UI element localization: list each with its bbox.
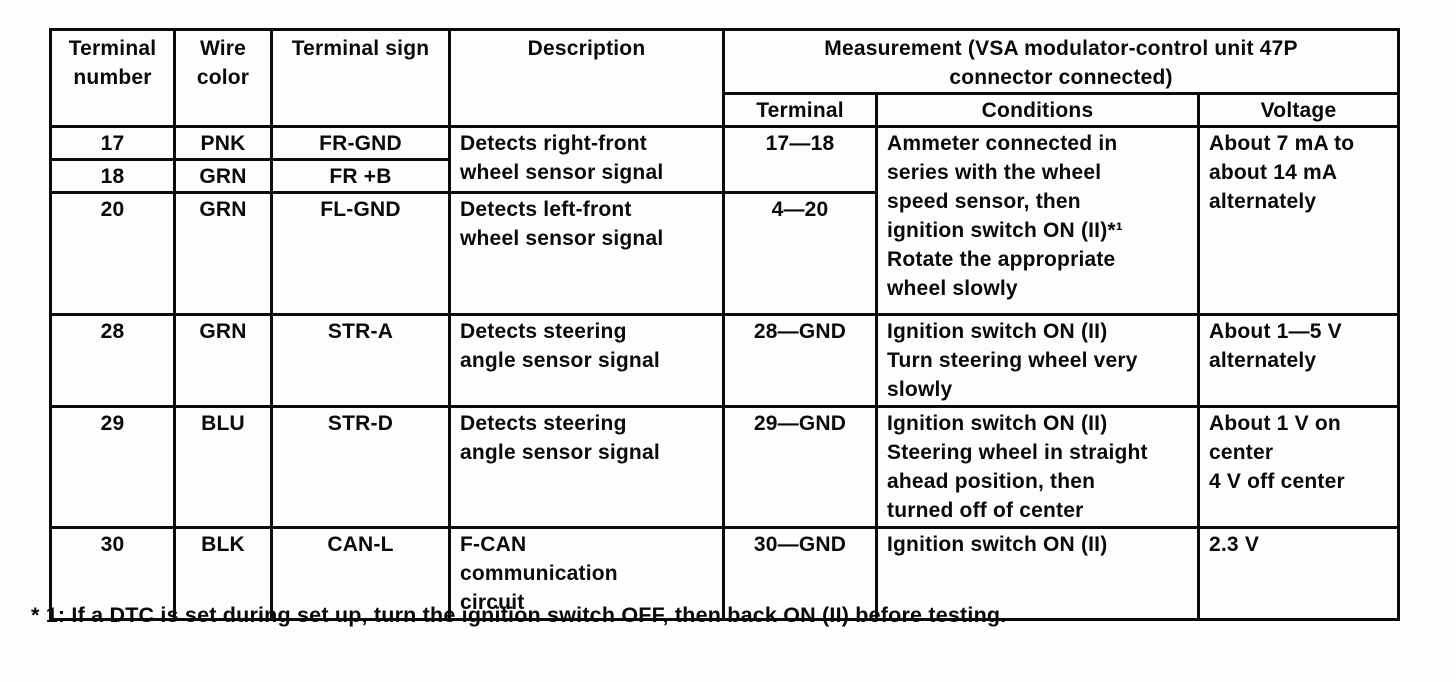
header-row-2: Terminal Conditions Voltage xyxy=(51,92,1400,128)
header-description: Description xyxy=(448,28,725,128)
cell-meas-terminal-4-20: 4—20 xyxy=(722,191,878,316)
cell-terminal-sign-28: STR-A xyxy=(270,313,451,408)
cell-terminal-sign-20: FL-GND xyxy=(270,191,451,316)
subheader-conditions: Conditions xyxy=(875,92,1200,128)
header-terminal-sign: Terminal sign xyxy=(270,28,451,128)
terminal-spec-table: Terminal number Wire color Terminal sign… xyxy=(49,28,1400,621)
header-wire-color: Wire color xyxy=(173,28,273,128)
table-row-17: 17 PNK FR-GND Detects right-front wheel … xyxy=(49,125,1400,316)
cell-terminal-sign-18: FR +B xyxy=(270,158,451,194)
cell-terminal-sign-17: FR-GND xyxy=(270,125,451,161)
cell-meas-terminal-30: 30—GND xyxy=(722,526,878,621)
cell-conditions-28: Ignition switch ON (II) Turn steering wh… xyxy=(875,313,1200,408)
subheader-terminal: Terminal xyxy=(722,92,878,128)
cell-wire-color-17: PNK xyxy=(173,125,273,161)
cell-wire-color-30: BLK xyxy=(173,526,273,621)
table-row-28: 28 GRN STR-A Detects steering angle sens… xyxy=(49,313,1400,408)
cell-voltage-30: 2.3 V xyxy=(1197,526,1400,621)
cell-conditions-29: Ignition switch ON (II) Steering wheel i… xyxy=(875,405,1200,529)
header-row-1: Terminal number Wire color Terminal sign… xyxy=(49,28,1400,128)
cell-terminal-number-28: 28 xyxy=(49,313,176,408)
cell-conditions-17-20: Ammeter connected in series with the whe… xyxy=(875,125,1200,316)
cell-terminal-number-20: 20 xyxy=(49,191,176,316)
cell-meas-terminal-28: 28—GND xyxy=(722,313,878,408)
cell-description-17-18: Detects right-front wheel sensor signal xyxy=(448,125,725,194)
cell-voltage-28: About 1—5 V alternately xyxy=(1197,313,1400,408)
header-terminal-number: Terminal number xyxy=(49,28,176,128)
cell-wire-color-29: BLU xyxy=(173,405,273,529)
cell-description-30: F-CAN communication circuit xyxy=(448,526,725,621)
cell-meas-terminal-17-18: 17—18 xyxy=(722,125,878,194)
cell-terminal-sign-30: CAN-L xyxy=(270,526,451,621)
cell-voltage-29: About 1 V on center 4 V off center xyxy=(1197,405,1400,529)
table-row-30: 30 BLK CAN-L F-CAN communication circuit… xyxy=(49,526,1400,621)
cell-terminal-number-18: 18 xyxy=(49,158,176,194)
cell-conditions-30: Ignition switch ON (II) xyxy=(875,526,1200,621)
cell-terminal-number-29: 29 xyxy=(49,405,176,529)
footnote: * 1: If a DTC is set during set up, turn… xyxy=(31,603,1007,627)
table-row-20: 20 GRN FL-GND Detects left-front wheel s… xyxy=(49,191,1399,316)
cell-description-29: Detects steering angle sensor signal xyxy=(448,405,725,529)
subheader-voltage: Voltage xyxy=(1197,92,1400,128)
cell-terminal-sign-29: STR-D xyxy=(270,405,451,529)
table-row-18: 18 GRN FR +B xyxy=(49,158,1399,194)
table-row-29: 29 BLU STR-D Detects steering angle sens… xyxy=(49,405,1400,529)
header-measurement-group: Measurement (VSA modulator-control unit … xyxy=(722,28,1400,95)
cell-wire-color-20: GRN xyxy=(173,191,273,316)
cell-description-28: Detects steering angle sensor signal xyxy=(448,313,725,408)
cell-voltage-17-20: About 7 mA to about 14 mA alternately xyxy=(1197,125,1400,316)
cell-wire-color-28: GRN xyxy=(173,313,273,408)
cell-terminal-number-30: 30 xyxy=(49,526,176,621)
cell-wire-color-18: GRN xyxy=(173,158,273,194)
cell-terminal-number-17: 17 xyxy=(49,125,176,161)
cell-meas-terminal-29: 29—GND xyxy=(722,405,878,529)
cell-description-20: Detects left-front wheel sensor signal xyxy=(448,191,725,316)
